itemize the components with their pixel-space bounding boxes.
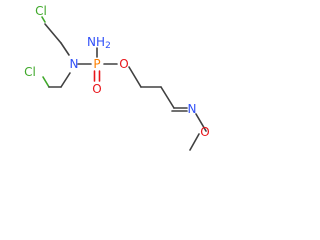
molecule-structure: Cl Cl N P NH 2 O O N O [24, 4, 210, 151]
oxygen-methoxy-label: O [200, 125, 209, 139]
bond-ch2-top-n [60, 42, 70, 56]
amino-label: NH [87, 35, 105, 49]
bond-ch2-top-ch2 [44, 23, 62, 44]
bond-o-ch3 [189, 133, 200, 151]
oxygen-double-bond-label: O [92, 82, 101, 96]
oxygen-ester-label: O [119, 57, 128, 71]
chlorine-top-label: Cl [35, 4, 47, 18]
bond-o-ch2 [128, 66, 142, 88]
bond-n-o [195, 113, 207, 132]
phosphorus-label: P [93, 57, 100, 71]
bond-cl-bottom-ch2 [42, 76, 50, 88]
bond-ch2-ch [160, 86, 175, 109]
amino-subscript: 2 [105, 41, 111, 51]
chlorine-bottom-label: Cl [24, 65, 36, 79]
bond-cl-top-ch2 [41, 16, 46, 23]
nitrogen-amine-label: N [70, 57, 79, 71]
nitrogen-oxime-label: N [188, 102, 197, 116]
bond-ch2-bottom-n [60, 72, 71, 88]
